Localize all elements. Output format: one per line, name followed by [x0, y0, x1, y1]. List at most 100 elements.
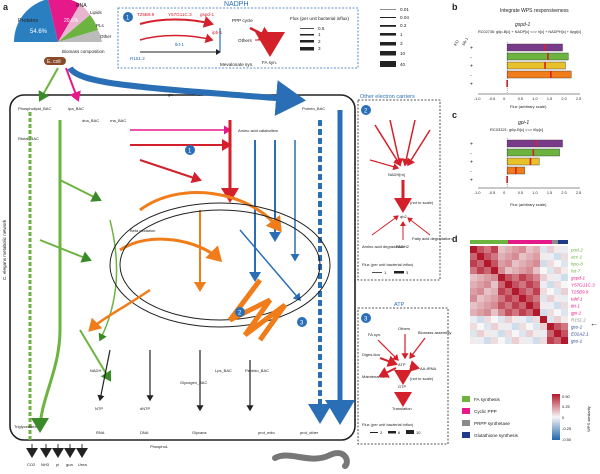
- svg-text:Amino acid degradation: Amino acid degradation: [362, 244, 404, 249]
- heatmap-cell: [498, 295, 505, 302]
- heatmap-cell: [505, 267, 512, 274]
- panel-b-gene: gspd-1: [515, 22, 531, 28]
- svg-text:2: 2: [364, 109, 368, 115]
- beta-oxidation-label: Beta oxidation: [130, 228, 155, 233]
- legend-ppp: Cyclic PPP: [474, 409, 497, 414]
- svg-text:Urea: Urea: [78, 462, 87, 467]
- network-outline: [9, 94, 356, 441]
- heatmap-cell: [484, 267, 491, 274]
- row-sign: +: [470, 64, 473, 70]
- phospholipid-bac: Phospholipid_BAC: [18, 106, 51, 111]
- gene-label: fat-7: [571, 269, 581, 274]
- row-sign: +: [470, 142, 473, 148]
- legend-fa: FA synthesis: [474, 397, 500, 402]
- heatmap-cell: [512, 330, 519, 337]
- heatmap-cell: [547, 295, 554, 302]
- heatmap-cell: [561, 253, 568, 260]
- heatmap-cell: [498, 288, 505, 295]
- heatmap: [470, 246, 568, 344]
- flux-mark: [544, 62, 546, 69]
- heatmap-cell: [505, 316, 512, 323]
- flux-mark: [535, 140, 538, 147]
- heatmap-cell: [470, 260, 477, 267]
- heatmap-cell: [477, 316, 484, 323]
- heatmap-cell: [477, 309, 484, 316]
- gene-label: gspd-1: [571, 276, 585, 281]
- gene-ipb1: ipb-1: [212, 30, 223, 35]
- heatmap-cell: [554, 288, 561, 295]
- heatmap-cell: [519, 253, 526, 260]
- heatmap-cell: [470, 267, 477, 274]
- row-sign: -: [470, 55, 472, 61]
- heatmap-cell: [498, 281, 505, 288]
- proteins-label: Proteins: [18, 18, 38, 24]
- heatmap-cell: [491, 274, 498, 281]
- heatmap-cell: [470, 253, 477, 260]
- heatmap-cell: [547, 323, 554, 330]
- svg-text:Fatty acid degradation: Fatty acid degradation: [412, 236, 452, 241]
- panel-c-bars: +-+-+: [470, 139, 563, 184]
- heatmap-cell: [547, 302, 554, 309]
- heatmap-cell: [540, 295, 547, 302]
- panel-b: b Integrate WPS responsiveness gspd-1 RC…: [452, 2, 581, 109]
- axis-tick: 1.0: [532, 191, 537, 195]
- svg-text:3: 3: [400, 41, 403, 46]
- heatmap-cell: [547, 253, 554, 260]
- heatmap-cell: [547, 246, 554, 253]
- heatmap-cell: [477, 302, 484, 309]
- heatmap-cell: [477, 337, 484, 344]
- heatmap-cell: [554, 302, 561, 309]
- heatmap-cell: [505, 295, 512, 302]
- heatmap-cell: [512, 288, 519, 295]
- heatmap-cell: [477, 246, 484, 253]
- svg-text:AA-tRNA: AA-tRNA: [420, 366, 437, 371]
- svg-text:0.5: 0.5: [318, 26, 325, 31]
- heatmap-cell: [477, 274, 484, 281]
- heatmap-cell: [498, 246, 505, 253]
- biomass-title: Biomass composition: [62, 49, 105, 54]
- heatmap-cell: [498, 267, 505, 274]
- heatmap-cell: [540, 246, 547, 253]
- ppp-label: PPP cycle: [232, 18, 253, 23]
- row-sign: +: [470, 82, 473, 88]
- heatmap-cell: [491, 316, 498, 323]
- others-label: Others: [238, 38, 252, 43]
- heatmap-cell: [554, 253, 561, 260]
- heatmap-cell: [526, 316, 533, 323]
- flux-legend: 0.01 0.04 0.2 1 3 10 40: [380, 7, 409, 67]
- gene-label: acc-1: [571, 255, 583, 260]
- heatmap-cell: [484, 330, 491, 337]
- heatmap-cell: [498, 316, 505, 323]
- heatmap-cell: [533, 281, 540, 288]
- heatmap-cell: [505, 337, 512, 344]
- prot-mito-label: prot_mito: [258, 430, 275, 435]
- nadph-box: NADPH 1 T25B9.9 Y57G11C.3 gspd-1 ipb-1 R…: [117, 1, 359, 69]
- heatmap-cell: [484, 253, 491, 260]
- flux-bar: [506, 43, 563, 52]
- svg-text:0.25: 0.25: [562, 404, 571, 409]
- heatmap-cell: [505, 274, 512, 281]
- svg-text:(not to scale): (not to scale): [410, 376, 434, 381]
- protein-flux-arrow: [67, 66, 306, 117]
- heatmap-cell: [526, 337, 533, 344]
- heatmap-cell: [554, 281, 561, 288]
- heatmap-cell: [512, 253, 519, 260]
- svg-text:10: 10: [400, 51, 406, 56]
- heatmap-cell: [505, 288, 512, 295]
- peptido-bac: Peptido_BAC: [245, 368, 269, 373]
- axis-tick: -1.0: [474, 97, 481, 101]
- panel-b-reaction: RC02736: g6p-B[c] + NADP[c] <=> h[c] + N…: [478, 30, 581, 34]
- mev-label: Mevalonate syn.: [220, 62, 253, 67]
- svg-text:0.01: 0.01: [400, 7, 409, 12]
- heatmap-cell: [484, 246, 491, 253]
- axis-tick: 2.5: [576, 97, 581, 101]
- heatmap-cell: [526, 274, 533, 281]
- axis-tick: -1.0: [474, 191, 481, 195]
- svg-text:Translation: Translation: [392, 406, 412, 411]
- svg-text:1: 1: [400, 32, 403, 37]
- badge-1: 1: [126, 16, 130, 22]
- ntp-label: NTP: [95, 406, 103, 411]
- heatmap-cell: [526, 323, 533, 330]
- svg-text:KO: KO: [453, 39, 460, 47]
- heatmap-cell: [491, 246, 498, 253]
